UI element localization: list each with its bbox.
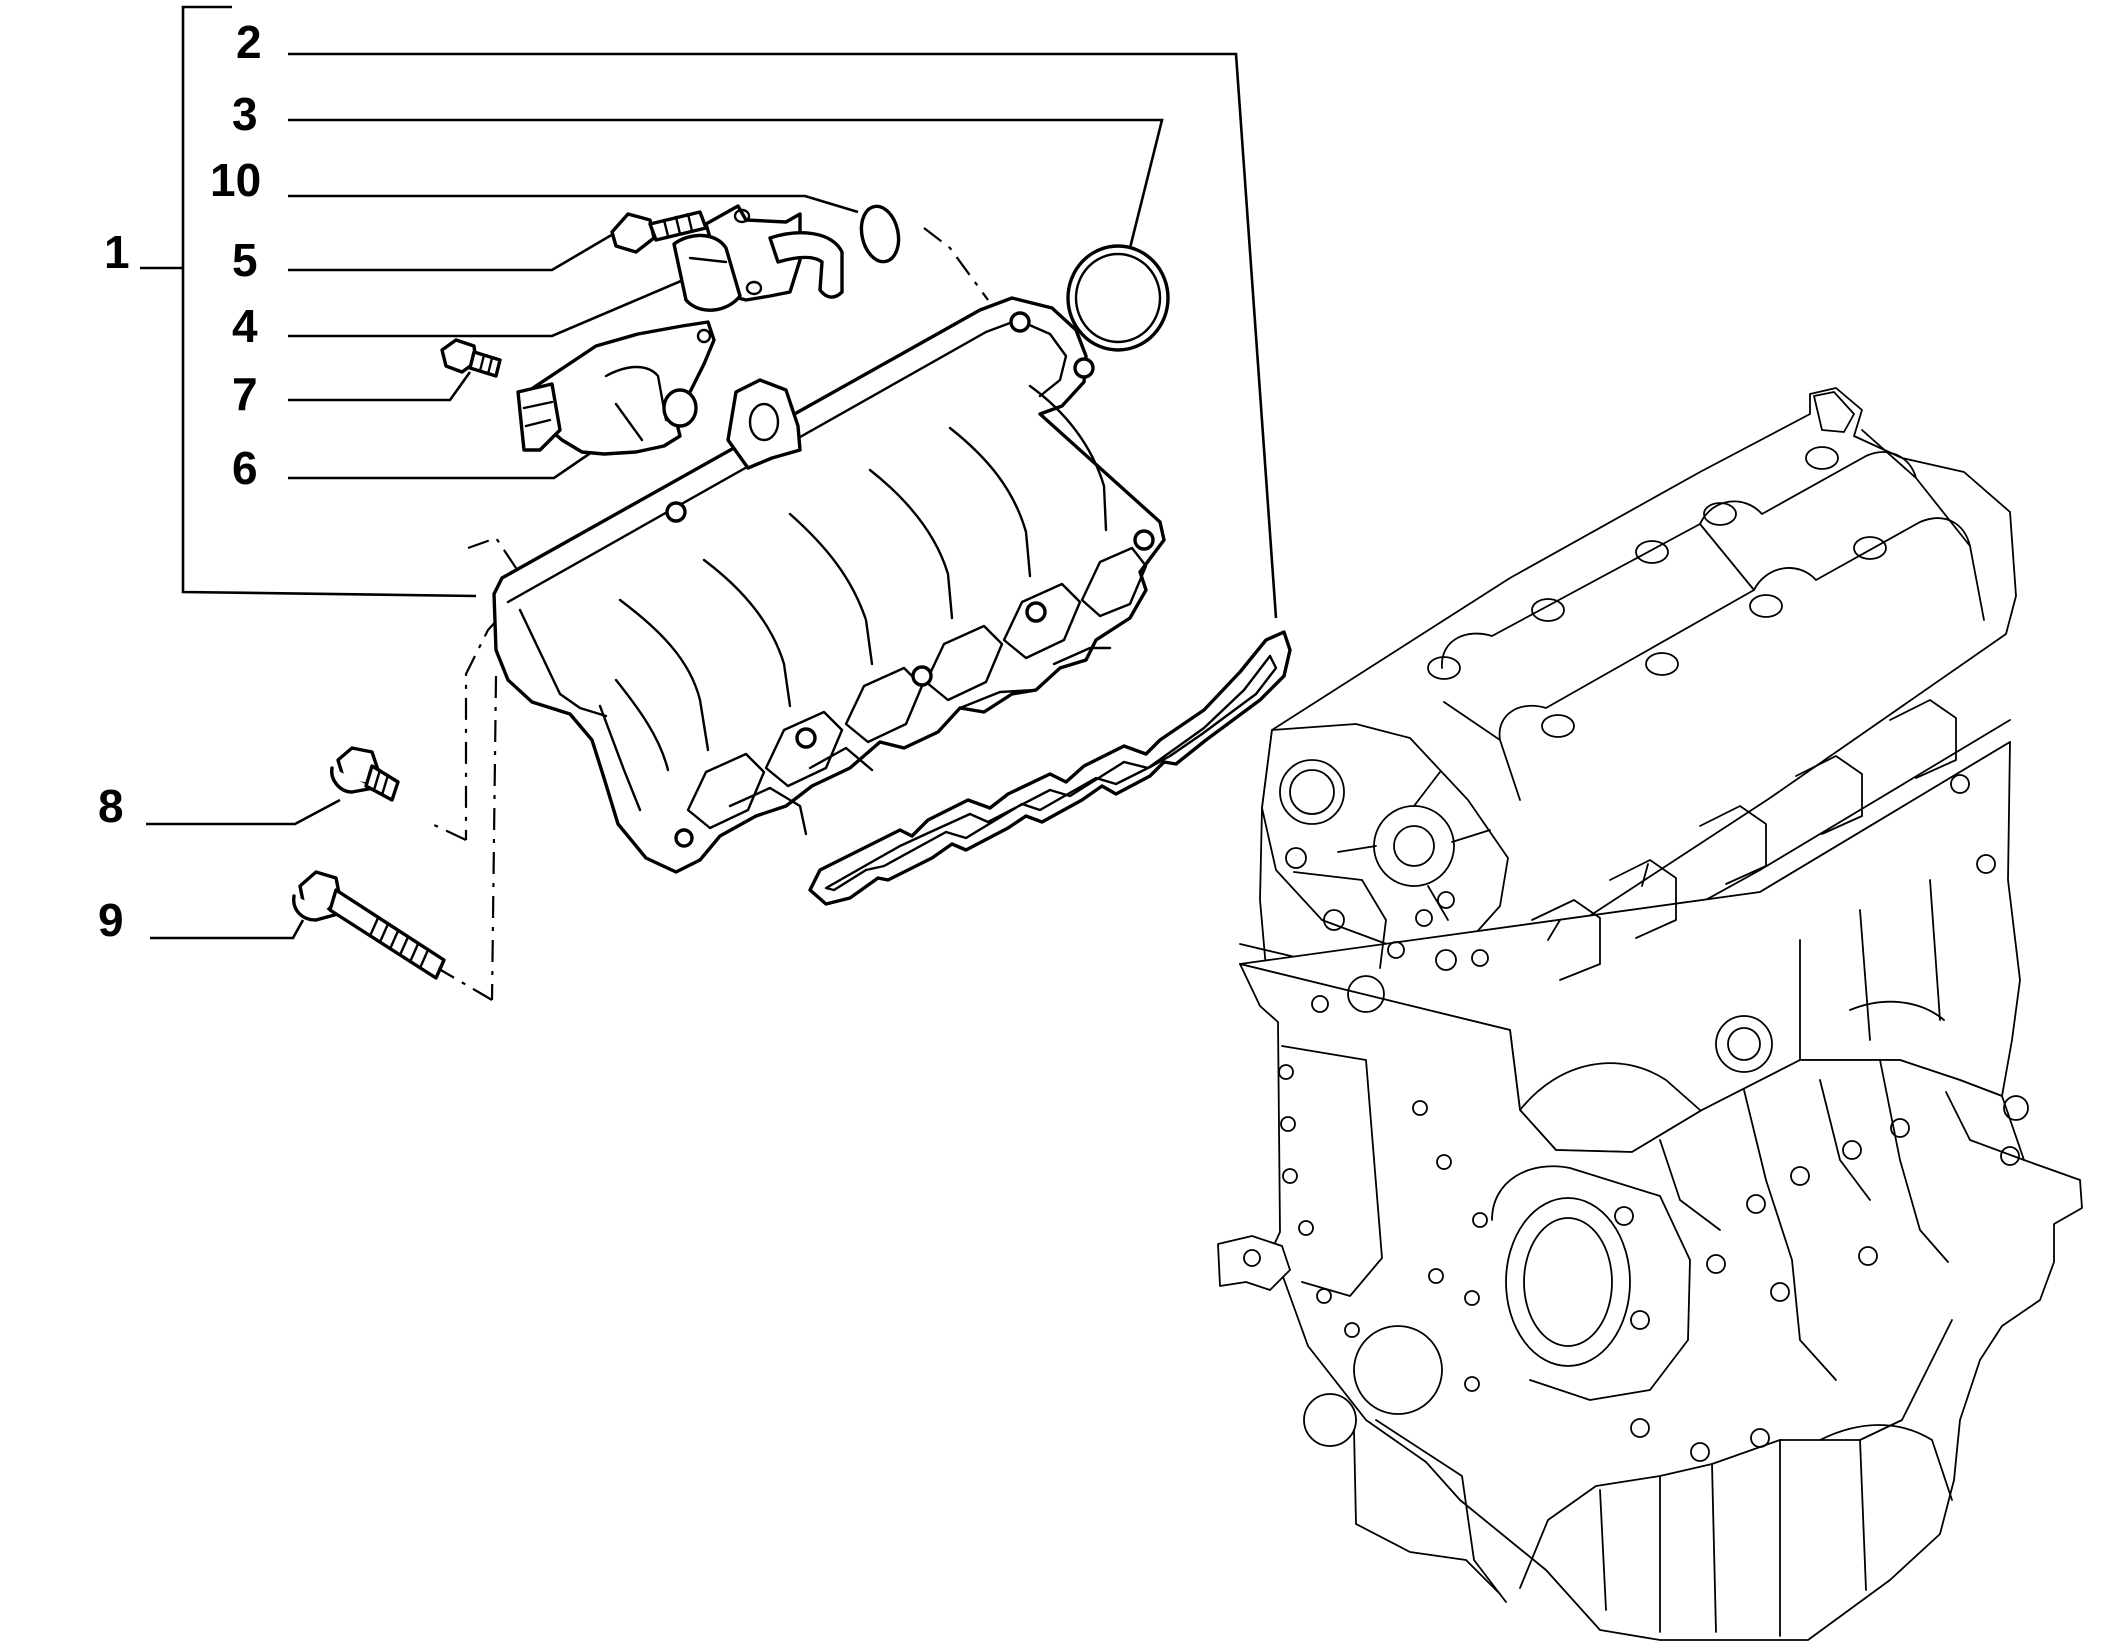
callout-5: 5	[232, 234, 258, 286]
assembly-line-9	[490, 675, 498, 1001]
callout-4: 4	[232, 300, 258, 352]
leader-9	[150, 919, 305, 940]
part-6-sensor	[516, 320, 716, 456]
part-4-pipe-fitting	[672, 204, 844, 312]
part-9-long-bolt	[292, 870, 446, 980]
callout-8: 8	[98, 780, 124, 832]
leader-1-bracket	[181, 5, 477, 598]
part-10-o-ring	[859, 204, 901, 264]
leader-6	[288, 450, 593, 480]
assembly-lines	[431, 227, 989, 1001]
callout-labels: 2 3 10 1 5 4 7 6 8 9	[98, 16, 262, 946]
assembly-line-10	[923, 227, 989, 301]
callout-7: 7	[232, 368, 258, 420]
assembly-line-8	[464, 536, 530, 840]
leader-2	[288, 52, 1278, 619]
callout-3: 3	[232, 88, 258, 140]
leader-3	[288, 118, 1164, 249]
leader-5	[288, 228, 621, 272]
callout-1: 1	[104, 226, 130, 278]
callout-2: 2	[236, 16, 262, 68]
engine-block	[1217, 387, 2083, 1641]
leader-10	[288, 194, 859, 214]
part-8-bolt	[330, 746, 400, 802]
part-7-screw	[440, 338, 502, 378]
callout-10: 10	[210, 154, 261, 206]
callout-6: 6	[232, 442, 258, 494]
leader-8	[146, 798, 341, 826]
part-2-gasket	[808, 630, 1292, 906]
part-5-screw	[610, 210, 708, 254]
callout-9: 9	[98, 894, 124, 946]
leader-7	[288, 371, 472, 402]
leader-lines	[140, 5, 1278, 940]
intake-manifold	[492, 296, 1166, 874]
leader-4	[288, 276, 689, 338]
part-3-round-seal	[1066, 244, 1170, 352]
